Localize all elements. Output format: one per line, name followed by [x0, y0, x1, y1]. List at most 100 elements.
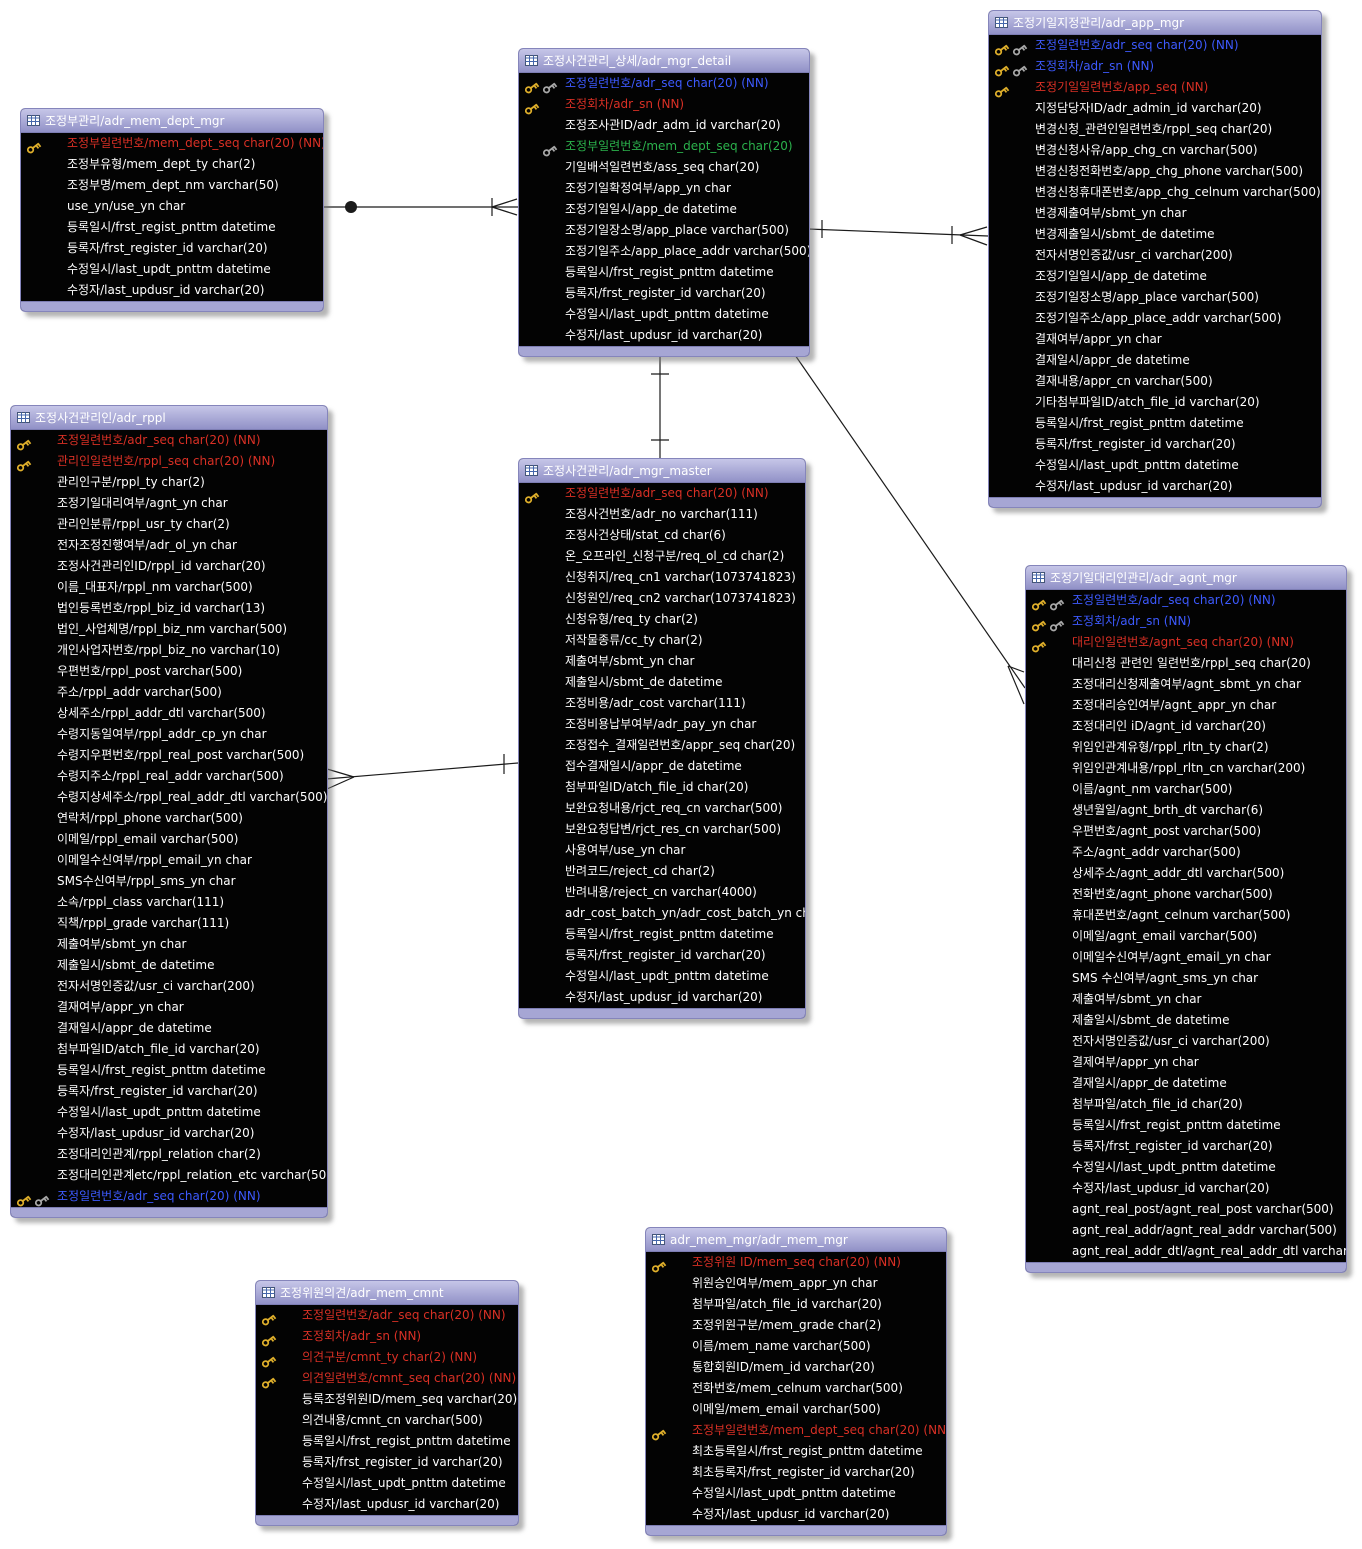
column-row[interactable]: 신청취지/req_cn1 varchar(1073741823) — [519, 567, 805, 588]
column-row[interactable]: 조정일련번호/adr_seq char(20) (NN) — [256, 1305, 518, 1326]
column-row[interactable]: 법인_사업체명/rppl_biz_nm varchar(500) — [11, 619, 327, 640]
column-row[interactable]: 조정기일확정여부/app_yn char — [519, 178, 809, 199]
column-row[interactable]: 조정기일주소/app_place_addr varchar(500) — [989, 308, 1321, 329]
column-row[interactable]: SMS수신여부/rppl_sms_yn char — [11, 871, 327, 892]
column-row[interactable]: 접수결재일시/appr_de datetime — [519, 756, 805, 777]
column-row[interactable]: 등록일시/frst_regist_pnttm datetime — [11, 1060, 327, 1081]
column-row[interactable]: 등록일시/frst_regist_pnttm datetime — [1026, 1115, 1346, 1136]
column-row[interactable]: 보완요청내용/rjct_req_cn varchar(500) — [519, 798, 805, 819]
column-row[interactable]: 관리인일련번호/rppl_seq char(20) (NN) — [11, 451, 327, 472]
column-row[interactable]: 수령지동일여부/rppl_addr_cp_yn char — [11, 724, 327, 745]
column-row[interactable]: 결재일시/appr_de datetime — [989, 350, 1321, 371]
column-row[interactable]: 조정부일련번호/mem_dept_seq char(20) (NN) — [646, 1420, 946, 1441]
column-row[interactable]: 변경신청전화번호/app_chg_phone varchar(500) — [989, 161, 1321, 182]
column-row[interactable]: 이메일/agnt_email varchar(500) — [1026, 926, 1346, 947]
column-row[interactable]: 이메일수신여부/agnt_email_yn char — [1026, 947, 1346, 968]
column-row[interactable]: 조정일련번호/adr_seq char(20) (NN) — [989, 35, 1321, 56]
column-row[interactable]: 등록자/frst_register_id varchar(20) — [519, 283, 809, 304]
column-row[interactable]: 제출일시/sbmt_de datetime — [11, 955, 327, 976]
column-row[interactable]: 최초등록자/frst_register_id varchar(20) — [646, 1462, 946, 1483]
table-header[interactable]: 조정기일지정관리/adr_app_mgr — [989, 11, 1321, 35]
column-row[interactable]: 의견내용/cmnt_cn varchar(500) — [256, 1410, 518, 1431]
column-row[interactable]: 의견구분/cmnt_ty char(2) (NN) — [256, 1347, 518, 1368]
column-row[interactable]: 제출여부/sbmt_yn char — [11, 934, 327, 955]
column-row[interactable]: 수정자/last_updusr_id varchar(20) — [519, 325, 809, 346]
column-row[interactable]: SMS 수신여부/agnt_sms_yn char — [1026, 968, 1346, 989]
column-row[interactable]: 이메일수신여부/rppl_email_yn char — [11, 850, 327, 871]
column-row[interactable]: 이메일/mem_email varchar(500) — [646, 1399, 946, 1420]
relationship-adr_mem_dept_mgr-adr_mgr_detail[interactable] — [322, 198, 518, 216]
column-row[interactable]: 조정위원 ID/mem_seq char(20) (NN) — [646, 1252, 946, 1273]
table-header[interactable]: 조정기일대리인관리/adr_agnt_mgr — [1026, 566, 1346, 590]
column-row[interactable]: 첨부파일/atch_file_id varchar(20) — [646, 1294, 946, 1315]
column-row[interactable]: 전자서명인증값/usr_ci varchar(200) — [1026, 1031, 1346, 1052]
column-row[interactable]: 등록조정위원ID/mem_seq varchar(20) — [256, 1389, 518, 1410]
column-row[interactable]: 등록자/frst_register_id varchar(20) — [989, 434, 1321, 455]
column-row[interactable]: 소속/rppl_class varchar(111) — [11, 892, 327, 913]
column-row[interactable]: 수정자/last_updusr_id varchar(20) — [21, 280, 323, 301]
column-row[interactable]: 등록일시/frst_regist_pnttm datetime — [256, 1431, 518, 1452]
column-row[interactable]: 관리인구분/rppl_ty char(2) — [11, 472, 327, 493]
column-row[interactable]: 휴대폰번호/agnt_celnum varchar(500) — [1026, 905, 1346, 926]
column-row[interactable]: 수령지상세주소/rppl_real_addr_dtl varchar(500) — [11, 787, 327, 808]
column-row[interactable]: 온_오프라인_신청구분/req_ol_cd char(2) — [519, 546, 805, 567]
column-row[interactable]: 반려코드/reject_cd char(2) — [519, 861, 805, 882]
column-row[interactable]: 조정회차/adr_sn (NN) — [519, 94, 809, 115]
table-header[interactable]: 조정위원의견/adr_mem_cmnt — [256, 1281, 518, 1305]
column-row[interactable]: 연락처/rppl_phone varchar(500) — [11, 808, 327, 829]
column-row[interactable]: 결재여부/appr_yn char — [989, 329, 1321, 350]
column-row[interactable]: 수령지주소/rppl_real_addr varchar(500) — [11, 766, 327, 787]
column-row[interactable]: 제출여부/sbmt_yn char — [519, 651, 805, 672]
column-row[interactable]: 조정비용/adr_cost varchar(111) — [519, 693, 805, 714]
column-row[interactable]: 사용여부/use_yn char — [519, 840, 805, 861]
column-row[interactable]: 조정위원구분/mem_grade char(2) — [646, 1315, 946, 1336]
column-row[interactable]: 전화번호/mem_celnum varchar(500) — [646, 1378, 946, 1399]
column-row[interactable]: 첨부파일/atch_file_id char(20) — [1026, 1094, 1346, 1115]
column-row[interactable]: 조정회차/adr_sn (NN) — [989, 56, 1321, 77]
column-row[interactable]: 조정기일주소/app_place_addr varchar(500) — [519, 241, 809, 262]
column-row[interactable]: 등록자/frst_register_id varchar(20) — [1026, 1136, 1346, 1157]
table-header[interactable]: 조정부관리/adr_mem_dept_mgr — [21, 109, 323, 133]
column-row[interactable]: 우편번호/agnt_post varchar(500) — [1026, 821, 1346, 842]
column-row[interactable]: 조정비용납부여부/adr_pay_yn char — [519, 714, 805, 735]
column-row[interactable]: 위임인관계내용/rppl_rltn_cn varchar(200) — [1026, 758, 1346, 779]
column-row[interactable]: 조정기일장소명/app_place varchar(500) — [989, 287, 1321, 308]
column-row[interactable]: 의견일련번호/cmnt_seq char(20) (NN) — [256, 1368, 518, 1389]
column-row[interactable]: 변경신청휴대폰번호/app_chg_celnum varchar(500) — [989, 182, 1321, 203]
column-row[interactable]: 결재내용/appr_cn varchar(500) — [989, 371, 1321, 392]
column-row[interactable]: 조정일련번호/adr_seq char(20) (NN) — [11, 430, 327, 451]
column-row[interactable]: 수정일시/last_updt_pnttm datetime — [519, 304, 809, 325]
column-row[interactable]: 상세주소/rppl_addr_dtl varchar(500) — [11, 703, 327, 724]
relationship-adr_rppl-adr_mgr_master[interactable] — [325, 754, 519, 790]
column-row[interactable]: 조정일련번호/adr_seq char(20) (NN) — [11, 1186, 327, 1207]
column-row[interactable]: 수정자/last_updusr_id varchar(20) — [519, 987, 805, 1008]
relationship-adr_mgr_detail-adr_mgr_master[interactable] — [651, 355, 669, 458]
column-row[interactable]: 등록자/frst_register_id varchar(20) — [11, 1081, 327, 1102]
column-row[interactable]: 변경제출일시/sbmt_de datetime — [989, 224, 1321, 245]
column-row[interactable]: 제출일시/sbmt_de datetime — [519, 672, 805, 693]
column-row[interactable]: 신청원인/req_cn2 varchar(1073741823) — [519, 588, 805, 609]
column-row[interactable]: 조정대리인관계/rppl_relation char(2) — [11, 1144, 327, 1165]
column-row[interactable]: 조정대리인 iD/agnt_id varchar(20) — [1026, 716, 1346, 737]
column-row[interactable]: agnt_real_post/agnt_real_post varchar(50… — [1026, 1199, 1346, 1220]
column-row[interactable]: 조정회차/adr_sn (NN) — [1026, 611, 1346, 632]
column-row[interactable]: 변경제출여부/sbmt_yn char — [989, 203, 1321, 224]
column-row[interactable]: 제출일시/sbmt_de datetime — [1026, 1010, 1346, 1031]
column-row[interactable]: 전화번호/agnt_phone varchar(500) — [1026, 884, 1346, 905]
column-row[interactable]: 위임인관계유형/rppl_rltn_ty char(2) — [1026, 737, 1346, 758]
column-row[interactable]: 조정대리인관계etc/rppl_relation_etc varchar(50) — [11, 1165, 327, 1186]
column-row[interactable]: 전자조정진행여부/adr_ol_yn char — [11, 535, 327, 556]
column-row[interactable]: 이름/agnt_nm varchar(500) — [1026, 779, 1346, 800]
column-row[interactable]: 조정부일련번호/mem_dept_seq char(20) (NN) — [21, 133, 323, 154]
column-row[interactable]: 전자서명인증값/usr_ci varchar(200) — [989, 245, 1321, 266]
table-header[interactable]: 조정사건관리_상세/adr_mgr_detail — [519, 49, 809, 73]
column-row[interactable]: 결재일시/appr_de datetime — [11, 1018, 327, 1039]
column-row[interactable]: 등록일시/frst_regist_pnttm datetime — [989, 413, 1321, 434]
column-row[interactable]: 상세주소/agnt_addr_dtl varchar(500) — [1026, 863, 1346, 884]
column-row[interactable]: 수정자/last_updusr_id varchar(20) — [11, 1123, 327, 1144]
column-row[interactable]: 조정기일대리여부/agnt_yn char — [11, 493, 327, 514]
column-row[interactable]: 변경신청_관련인일련번호/rppl_seq char(20) — [989, 119, 1321, 140]
